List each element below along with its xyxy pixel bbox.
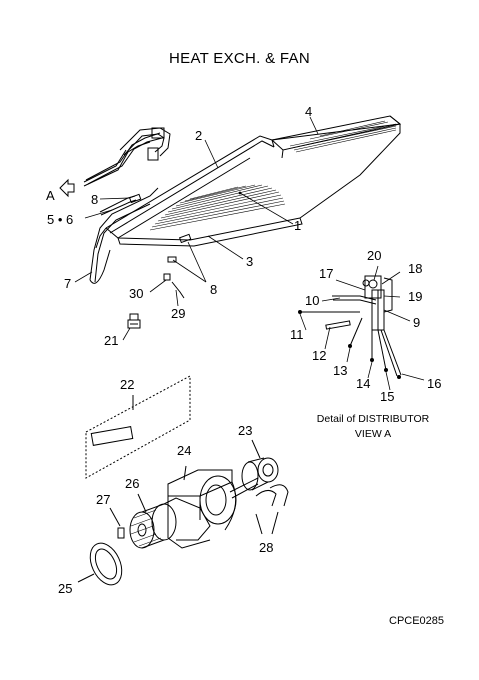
callout-4: 4 (305, 104, 313, 119)
callout-24: 24 (177, 443, 192, 458)
detail-caption-line1: Detail of DISTRIBUTOR (316, 413, 430, 425)
callout-19: 19 (408, 289, 423, 304)
blower-housing (167, 465, 259, 549)
callout-12: 12 (312, 348, 327, 363)
callout-21: 21 (104, 333, 119, 348)
callout-8-upper: 8 (91, 192, 99, 207)
detail-leader-lines (299, 265, 425, 391)
callout-23: 23 (238, 423, 253, 438)
fan-wheel (129, 493, 177, 549)
callout-10: 10 (305, 293, 320, 308)
callout-22: 22 (120, 377, 135, 392)
callout-13: 13 (333, 363, 348, 378)
callout-29: 29 (171, 306, 186, 321)
callout-18: 18 (408, 261, 423, 276)
heater-housing (95, 123, 401, 249)
housing-grille (149, 184, 286, 231)
callout-8-lower: 8 (210, 282, 218, 297)
motor-clamp (255, 484, 289, 535)
blower-motor (241, 439, 279, 491)
callout-26: 26 (125, 476, 140, 491)
leader-lines (74, 116, 319, 341)
diagram-title: HEAT EXCH. & FAN (169, 50, 310, 67)
side-panel (89, 187, 159, 284)
callout-11: 11 (290, 327, 304, 342)
callout-5-6: 5 • 6 (47, 212, 74, 227)
callout-3: 3 (246, 254, 254, 269)
clip-parts (128, 193, 192, 299)
callout-15: 15 (380, 389, 395, 404)
callout-7: 7 (64, 276, 72, 291)
fan-nut (109, 507, 125, 539)
callout-27: 27 (96, 492, 111, 507)
view-arrow-a (59, 178, 75, 198)
view-arrow-label: A (46, 188, 55, 203)
callout-16: 16 (427, 376, 442, 391)
bolt (127, 313, 141, 329)
callout-28: 28 (259, 540, 274, 555)
drawing-code: CPCE0285 (389, 615, 445, 627)
blower-case (163, 497, 211, 541)
callout-17: 17 (319, 266, 334, 281)
callout-30: 30 (129, 286, 144, 301)
callout-14: 14 (356, 376, 371, 391)
air-filter (85, 375, 191, 479)
callout-1: 1 (294, 218, 302, 233)
distributor-detail (298, 275, 402, 379)
orifice-ring (77, 542, 123, 586)
heat-exchanger-core (270, 115, 402, 159)
callout-9: 9 (413, 315, 421, 330)
piping (83, 127, 171, 216)
callout-25: 25 (58, 581, 73, 596)
detail-caption-line2: VIEW A (354, 428, 392, 440)
callout-2: 2 (195, 128, 203, 143)
callout-20: 20 (367, 248, 382, 263)
